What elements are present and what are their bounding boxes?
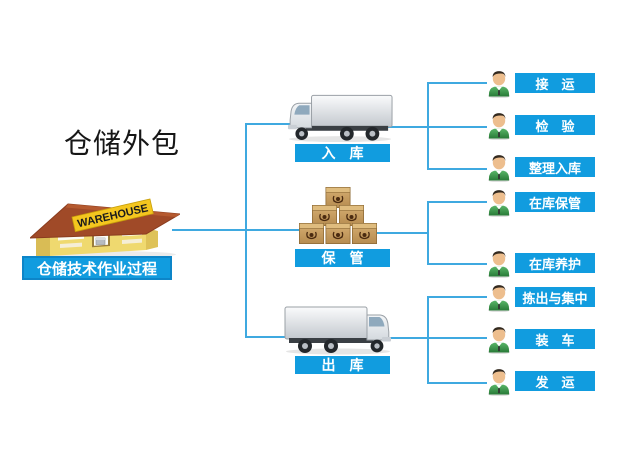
connector-task-zhengli <box>427 168 487 170</box>
task-label-jianyan: 检 验 <box>515 115 595 135</box>
worker-icon <box>486 366 512 396</box>
stage-label-outbound: 出 库 <box>295 356 390 374</box>
task-label-zhengli-ruku: 整理入库 <box>515 157 595 177</box>
connector-inbound-branch <box>245 123 303 125</box>
connector-outbound-branch <box>245 336 303 338</box>
page-title: 仓储外包 <box>64 128 181 159</box>
truck-left-icon <box>286 92 394 144</box>
stage-label-storage: 保 管 <box>295 249 390 267</box>
worker-icon <box>486 282 512 312</box>
warehouse-caption: 仓储技术作业过程 <box>22 256 172 280</box>
connector-outbound-right <box>384 337 487 339</box>
connector-inbound-right <box>384 126 487 128</box>
worker-icon <box>486 110 512 140</box>
connector-warehouse-line <box>172 229 314 231</box>
worker-icon <box>486 324 512 354</box>
connector-task-jieyun <box>427 82 487 84</box>
task-label-zaiku-baoguan: 在库保管 <box>515 192 595 212</box>
worker-icon <box>486 187 512 217</box>
connector-task-zaikubaoguan <box>427 201 487 203</box>
worker-icon <box>486 248 512 278</box>
task-label-fayun: 发 运 <box>515 371 595 391</box>
connector-task-fayun <box>427 382 487 384</box>
connector-storage-right <box>374 232 429 234</box>
truck-right-icon <box>283 304 393 356</box>
connector-task-jianchu <box>427 296 487 298</box>
task-label-zaiku-yanghu: 在库养护 <box>515 253 595 273</box>
carton-stack-icon <box>299 187 377 244</box>
warehouse-building-icon: WAREHOUSE <box>30 198 180 258</box>
connector-inbound-vline <box>427 82 429 170</box>
worker-icon <box>486 68 512 98</box>
connector-outbound-vline <box>427 296 429 384</box>
connector-storage-vline <box>427 201 429 265</box>
task-label-jieyun: 接 运 <box>515 73 595 93</box>
connector-main-vline <box>245 123 247 338</box>
connector-task-zaikuyanghu <box>427 263 487 265</box>
stage-label-inbound: 入 库 <box>295 144 390 162</box>
worker-icon <box>486 152 512 182</box>
task-label-jianchu-jizhong: 拣出与集中 <box>515 287 595 307</box>
task-label-zhuangche: 装 车 <box>515 329 595 349</box>
